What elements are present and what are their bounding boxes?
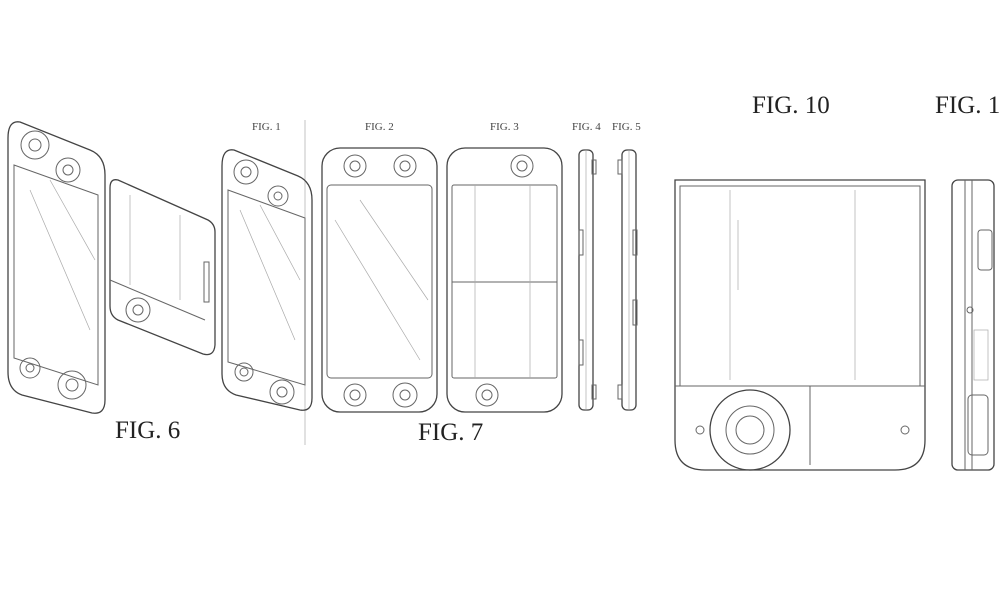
fig1-device [221, 149, 313, 411]
fig3-label: FIG. 3 [490, 121, 519, 133]
fig5-device-side [617, 149, 638, 411]
fig6-device-perspective [7, 121, 106, 414]
fig2-label: FIG. 2 [365, 121, 394, 133]
fig6-label: FIG. 6 [115, 417, 181, 444]
fig10-label: FIG. 10 [752, 92, 830, 119]
fig10-device-folded-front [674, 179, 926, 471]
fig11-device-side [951, 179, 995, 471]
fig11-label-partial: FIG. 1 [935, 92, 1000, 119]
fig7-label: FIG. 7 [418, 419, 484, 446]
fig5-label: FIG. 5 [612, 121, 641, 133]
fig6-device-folded [109, 179, 216, 356]
fig3-device-back [446, 147, 563, 413]
fig1-label: FIG. 1 [252, 121, 281, 133]
fig2-device-front [321, 147, 438, 413]
fig4-device-side [578, 149, 597, 411]
fig4-label: FIG. 4 [572, 121, 601, 133]
